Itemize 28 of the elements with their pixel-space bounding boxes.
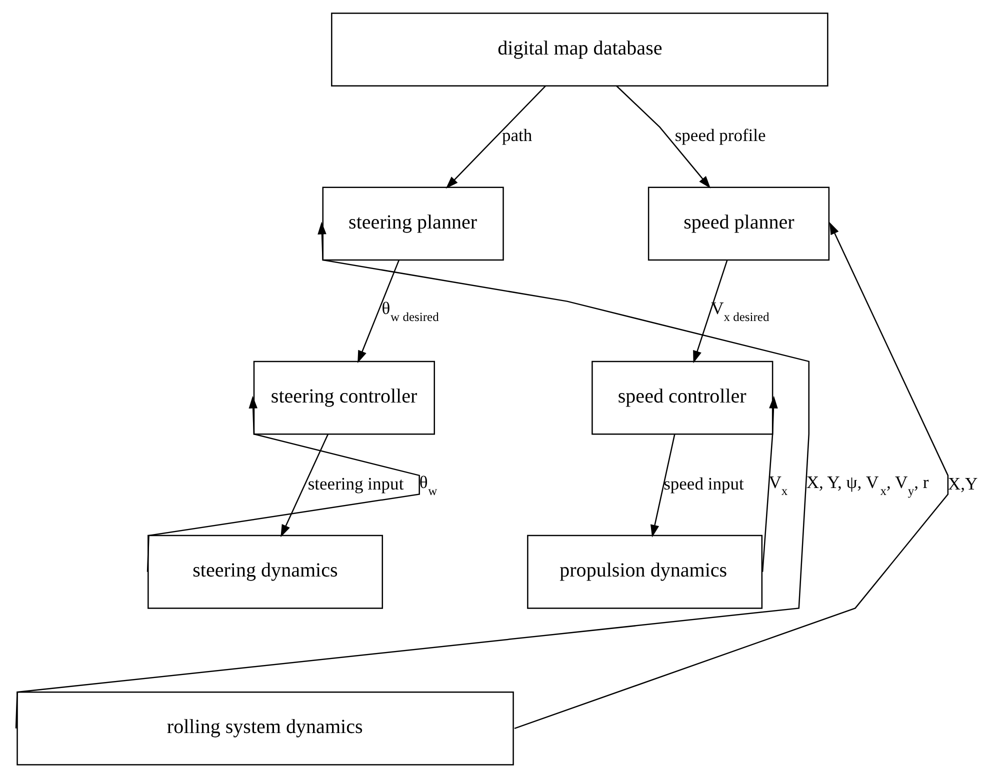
- edge-label: θ$_{w desired}$: [382, 298, 439, 324]
- edge-label: V$_{x desired}$: [711, 298, 770, 324]
- arrow: [514, 222, 949, 730]
- arrow: [15, 222, 810, 728]
- edge-label: X,Y: [948, 473, 978, 494]
- edge-label: speed profile: [674, 125, 766, 146]
- node-box: steering controller: [253, 360, 435, 435]
- arrow: [358, 260, 400, 364]
- arrow: [280, 434, 329, 538]
- node-box: digital map database: [331, 12, 828, 86]
- node-box: steering planner: [322, 186, 504, 261]
- edge-label: X, Y, ψ, V$_{x}$, V$_{y}$, r: [806, 472, 929, 498]
- arrow: [693, 260, 728, 364]
- node-box: propulsion dynamics: [527, 534, 763, 609]
- node-box: steering dynamics: [148, 534, 384, 609]
- arrow: [446, 86, 546, 189]
- edge-label: V$_{x}$: [768, 472, 788, 498]
- arrow: [650, 434, 676, 538]
- arrow: [616, 85, 711, 188]
- node-box: rolling system dynamics: [16, 692, 514, 766]
- edge-label: steering input: [308, 473, 404, 494]
- edge-label: speed input: [664, 473, 744, 494]
- node-box: speed planner: [648, 186, 830, 261]
- edge-label: path: [502, 125, 532, 146]
- node-box: speed controller: [592, 360, 774, 435]
- arrow: [146, 396, 420, 572]
- arrow: [762, 396, 778, 572]
- edge-label: θ$_{w}$: [419, 472, 438, 498]
